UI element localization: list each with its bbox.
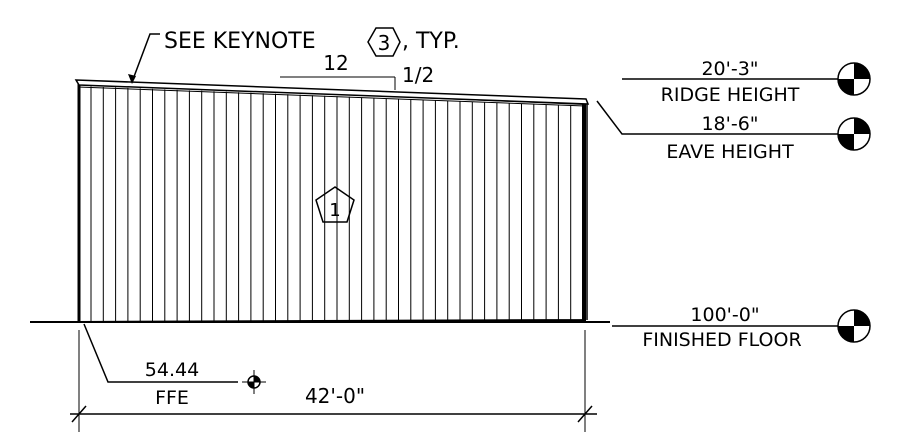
ffe-point-symbol — [242, 370, 266, 394]
keynote-number: 3 — [378, 31, 391, 55]
keynote-callout-prefix: SEE KEYNOTE — [164, 29, 316, 54]
wall-panel-lines — [90, 86, 572, 321]
eave-height-label: EAVE HEIGHT — [666, 141, 794, 163]
ridge-height-value: 20'-3" — [701, 58, 758, 80]
roof-slope-indicator: 12 1/2 — [280, 51, 434, 90]
finished-floor-label: FINISHED FLOOR — [642, 329, 801, 351]
keynote-callout-suffix: , TYP. — [402, 29, 460, 54]
building-wall — [77, 80, 588, 324]
finished-floor-level-marker: 100'-0" FINISHED FLOOR — [612, 304, 838, 351]
finished-floor-value: 100'-0" — [690, 304, 759, 326]
wall-keynote-tag: 1 — [315, 186, 355, 223]
eave-level-marker: 18'-6" EAVE HEIGHT — [596, 100, 838, 163]
slope-rise: 1/2 — [402, 63, 434, 87]
ridge-height-label: RIDGE HEIGHT — [661, 84, 800, 106]
keynote-callout: SEE KEYNOTE 3 , TYP. — [128, 27, 460, 84]
finished-floor-datum-symbol — [837, 309, 871, 343]
roof-fascia — [74, 79, 590, 107]
ridge-datum-symbol — [837, 62, 871, 96]
eave-datum-symbol — [837, 117, 871, 151]
overall-dimension-value: 42'-0" — [305, 384, 365, 408]
slope-run: 12 — [323, 51, 348, 75]
eave-height-value: 18'-6" — [701, 113, 758, 135]
ridge-level-marker: 20'-3" RIDGE HEIGHT — [622, 58, 838, 106]
ffe-callout: 54.44 FFE — [83, 323, 238, 409]
ffe-value: 54.44 — [145, 359, 199, 381]
ffe-label: FFE — [155, 387, 189, 409]
overall-dimension: 42'-0" — [70, 330, 597, 432]
wall-keynote-number: 1 — [329, 200, 340, 221]
keynote-hexagon — [367, 27, 401, 57]
